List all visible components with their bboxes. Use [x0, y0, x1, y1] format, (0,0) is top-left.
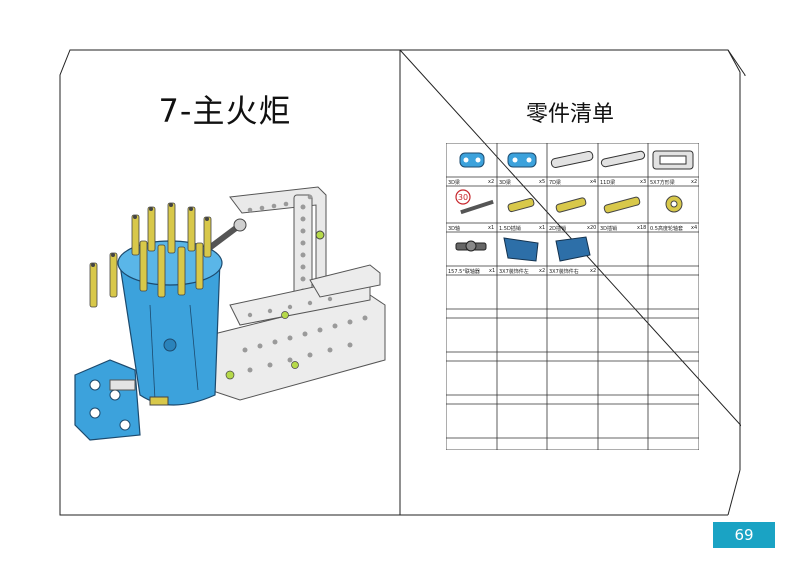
part-label: 157.5°联轴器 — [448, 269, 480, 275]
side-panel — [74, 359, 169, 441]
axle-30-icon: 30 — [455, 189, 494, 215]
part-label: 3X7装饰件右 — [549, 269, 579, 275]
bushing-icon — [665, 195, 683, 213]
part-qty: x20 — [587, 225, 597, 231]
part-label: 11D梁 — [600, 180, 616, 186]
part-qty: x1 — [488, 225, 495, 231]
pin-2-icon — [555, 197, 587, 213]
part-label: 5X7方形梁 — [650, 180, 675, 186]
page-number: 69 — [713, 522, 775, 548]
part-label: 3D轴 — [448, 226, 461, 232]
panel-right-icon — [555, 236, 591, 262]
part-qty: x2 — [488, 179, 495, 185]
part-qty: x4 — [691, 225, 698, 231]
part-qty: x3 — [640, 179, 647, 185]
pin-3-icon — [603, 196, 641, 214]
assembly-illustration — [74, 186, 386, 441]
parts-grid: 30 — [446, 143, 699, 450]
panel-left-icon — [503, 237, 539, 262]
part-label: 2D插销 — [549, 226, 567, 232]
parts-list-title: 零件清单 — [525, 102, 614, 127]
part-qty: x5 — [539, 179, 546, 185]
beam-11-gray-icon — [600, 150, 646, 168]
page-title: 7-主火炬 — [158, 92, 292, 130]
part-label: 0.5高度轮轴套 — [650, 226, 683, 232]
part-label: 1.5D插销 — [499, 226, 521, 232]
part-qty: x1 — [489, 268, 496, 274]
part-qty: x2 — [691, 179, 698, 185]
connector-157-icon — [455, 240, 487, 252]
parts-table: 30 3D梁 x2 3D梁 x5 7D梁 x4 11D梁 — [446, 143, 699, 450]
beam-7-gray-icon — [550, 150, 594, 169]
part-qty: x18 — [637, 225, 647, 231]
part-qty: x1 — [539, 225, 546, 231]
part-qty: x2 — [590, 268, 597, 274]
beam-3d-blue-icon — [507, 152, 537, 168]
base-beams — [209, 264, 386, 401]
part-label: 3D插销 — [600, 226, 618, 232]
part-label: 3D梁 — [499, 180, 512, 186]
part-label: 7D梁 — [549, 180, 562, 186]
torch-pins — [89, 202, 212, 308]
part-qty: x4 — [590, 179, 597, 185]
beam-3-blue-icon — [459, 152, 485, 168]
part-qty: x2 — [539, 268, 546, 274]
part-label: 3D梁 — [448, 180, 461, 186]
part-label: 3X7装饰件左 — [499, 269, 529, 275]
pin-1-5-icon — [507, 197, 535, 213]
frame-5x7-icon — [652, 150, 694, 170]
axle-mark: 30 — [458, 193, 468, 202]
